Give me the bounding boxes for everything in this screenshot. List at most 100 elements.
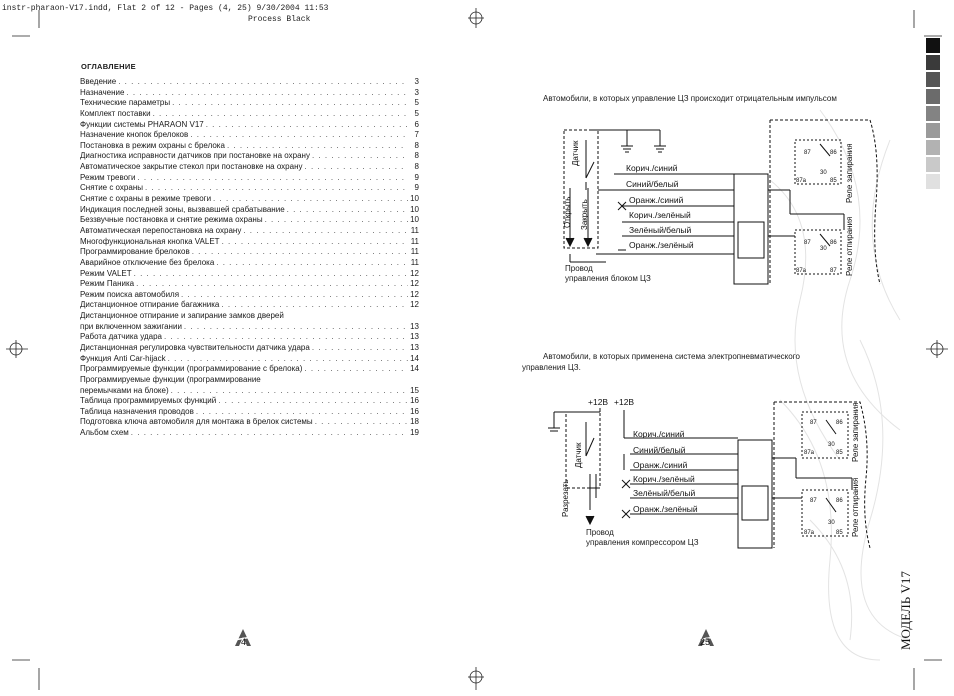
toc-entry: Программируемые функции (программировани… (80, 364, 419, 375)
toc-entry-title: Таблица назначения проводов (80, 406, 194, 416)
toc-entry-title: Подготовка ключа автомобиля для монтажа … (80, 417, 313, 427)
toc-leader-dots (164, 332, 408, 343)
toc-entry-page: 7 (414, 130, 419, 140)
toc-leader-dots (145, 183, 408, 194)
diagram1-wire-1: Корич./синий (626, 163, 678, 173)
toc-entry: Функция Anti Car-hijack14 (80, 354, 419, 365)
toc-leader-dots (184, 322, 408, 333)
svg-text:87a: 87a (804, 450, 815, 456)
file-info-line: instr-pharaon-V17.indd, Flat 2 of 12 - P… (2, 4, 329, 13)
toc-entry: Альбом схем19 (80, 428, 419, 439)
svg-text:30: 30 (820, 246, 827, 252)
diagram1-bottom-label-2: управления блоком ЦЗ (565, 274, 651, 283)
diagram1-relay-lock-label: Реле запирания (845, 143, 854, 203)
toc-entry-page: 11 (410, 257, 419, 267)
toc-entry-page: 8 (414, 151, 419, 161)
toc-entry-page: 5 (414, 98, 419, 108)
toc-entry-page: 13 (410, 332, 419, 342)
toc-entry: при включенном зажигании13 (80, 322, 419, 333)
toc-entry-page: 3 (414, 77, 419, 86)
toc-entry-title: Функция Anti Car-hijack (80, 353, 166, 363)
toc-entry-title: Программируемые функции (программировани… (80, 374, 261, 384)
diagram1-wire-6: Оранж./зелёный (629, 240, 694, 250)
svg-text:85: 85 (830, 178, 837, 184)
toc-entry-page: 19 (410, 428, 419, 438)
toc-entry-page: 12 (410, 300, 419, 310)
toc-leader-dots (190, 130, 408, 141)
toc-leader-dots (181, 290, 408, 301)
toc-entry: Функции системы PHARAON V176 (80, 120, 419, 131)
toc-entry-title: Таблица программируемых функций (80, 396, 217, 406)
toc-leader-dots (137, 173, 408, 184)
svg-text:87: 87 (804, 150, 811, 156)
toc-leader-dots (287, 205, 408, 216)
registration-mark-bottom (468, 667, 484, 690)
svg-text:86: 86 (830, 150, 837, 156)
svg-text:30: 30 (828, 520, 835, 526)
svg-text:30: 30 (820, 170, 827, 176)
toc-entry-page: 10 (410, 194, 419, 204)
toc-entry-title: при включенном зажигании (80, 321, 182, 331)
toc-entry: Диагностика исправности датчиков при пос… (80, 151, 419, 162)
toc-entry-page: 16 (410, 406, 419, 416)
toc-entry-title: Программирование брелоков (80, 247, 190, 257)
toc-entry-title: Комплект поставки (80, 108, 151, 118)
toc-entry: Программируемые функции (программировани… (80, 375, 419, 386)
diagram1-caption: Автомобили, в которых управление ЦЗ прои… (543, 94, 837, 103)
diagram2-bottom-label-2: управления компрессором ЦЗ (586, 538, 699, 547)
toc-entry: Постановка в режим охраны с брелока8 (80, 141, 419, 152)
toc-entry: Дистанционная регулировка чувствительнос… (80, 343, 419, 354)
color-swatch (926, 140, 940, 155)
toc-entry: Режим тревоги9 (80, 173, 419, 184)
toc-entry-title: Режим поиска автомобиля (80, 289, 180, 299)
toc-entry-page: 12 (410, 279, 419, 289)
color-swatch (926, 38, 940, 53)
pharaon-logo-icon (233, 629, 253, 646)
toc-leader-dots (243, 226, 408, 237)
toc-entry-page: 10 (410, 215, 419, 225)
svg-text:87: 87 (810, 498, 817, 504)
toc-leader-dots (153, 109, 408, 120)
toc-entry: Таблица программируемых функций 16 (80, 396, 419, 407)
toc-title: ОГЛАВЛЕНИЕ (81, 62, 136, 71)
diagram2-cut-label: Разрезать (561, 479, 570, 517)
toc-entry-page: 9 (414, 172, 419, 182)
toc-entry-title: Назначение кнопок брелоков (80, 130, 189, 140)
toc-entry: Режим Паника 12 (80, 279, 419, 290)
toc-entry-title: Режим VALET (80, 268, 132, 278)
pharaon-logo-icon (696, 629, 716, 646)
toc-entry-title: Снятие с охраны (80, 183, 143, 193)
toc-entry: Таблица назначения проводов 16 (80, 407, 419, 418)
process-label: Process Black (248, 15, 311, 24)
svg-text:86: 86 (836, 420, 843, 426)
toc-entry-title: Режим Паника (80, 279, 135, 289)
toc-entry-title: Аварийное отключение без брелока (80, 257, 215, 267)
color-swatch (926, 72, 940, 87)
toc-entry: Автоматическая перепостановка на охрану1… (80, 226, 419, 237)
toc-leader-dots (315, 418, 408, 429)
toc-entry-title: Диагностика исправности датчиков при пос… (80, 151, 310, 161)
svg-text:87: 87 (830, 268, 837, 274)
registration-mark-left (6, 340, 28, 358)
toc-leader-dots (196, 407, 408, 418)
toc-entry-title: Дистанционное отпирание багажника (80, 300, 220, 310)
toc-entry-page: 3 (414, 87, 419, 97)
toc-entry-page: 16 (410, 396, 419, 406)
toc-entry: Беззвучные постановка и снятие режима ох… (80, 215, 419, 226)
registration-mark-right (926, 340, 948, 358)
toc-entry: Программирование брелоков11 (80, 247, 419, 258)
toc-leader-dots (206, 120, 408, 131)
svg-text:87: 87 (804, 240, 811, 246)
toc-entry-title: Постановка в режим охраны с брелока (80, 140, 225, 150)
toc-entry-title: Дистанционная регулировка чувствительнос… (80, 343, 310, 352)
toc-entry-page: 11 (410, 225, 419, 235)
toc-leader-dots (305, 162, 409, 173)
registration-mark-top (468, 8, 484, 28)
toc-entry-title: Дистанционное отпирание и запирание замк… (80, 311, 284, 321)
diagram1-bottom-label-1: Провод (565, 264, 593, 273)
diagram2-sensor-label: Датчик (574, 442, 583, 469)
svg-text:86: 86 (830, 240, 837, 246)
toc-leader-dots (265, 215, 408, 226)
svg-text:30: 30 (828, 442, 835, 448)
